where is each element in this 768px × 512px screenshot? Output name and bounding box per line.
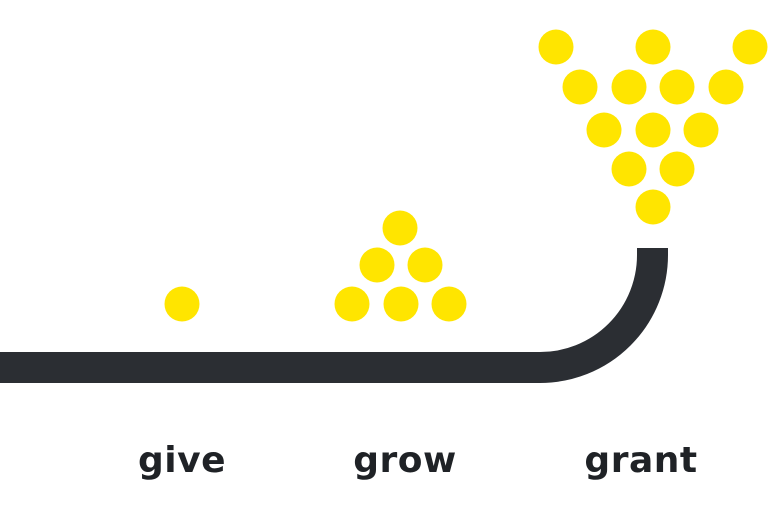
coin-grow	[431, 286, 467, 322]
coin-grant	[611, 151, 647, 187]
label-give: give	[138, 440, 226, 481]
label-grow: grow	[353, 440, 457, 481]
coin-grant	[683, 112, 719, 148]
coin-grant	[538, 29, 574, 65]
coin-grow	[334, 286, 370, 322]
coin-grant	[659, 69, 695, 105]
coin-grant	[611, 69, 647, 105]
coins-group	[164, 29, 768, 322]
coin-grant	[562, 69, 598, 105]
coin-grant	[635, 112, 671, 148]
coin-grow	[383, 286, 419, 322]
coin-grant	[708, 69, 744, 105]
coin-grant	[586, 112, 622, 148]
label-grant: grant	[584, 440, 698, 481]
coin-grant	[635, 189, 671, 225]
coin-grant	[732, 29, 768, 65]
coin-grow	[359, 247, 395, 283]
coin-grow	[407, 247, 443, 283]
coin-grow	[382, 210, 418, 246]
track-pipe	[0, 248, 668, 383]
coin-give	[164, 286, 200, 322]
coin-grant	[635, 29, 671, 65]
coin-grant	[659, 151, 695, 187]
